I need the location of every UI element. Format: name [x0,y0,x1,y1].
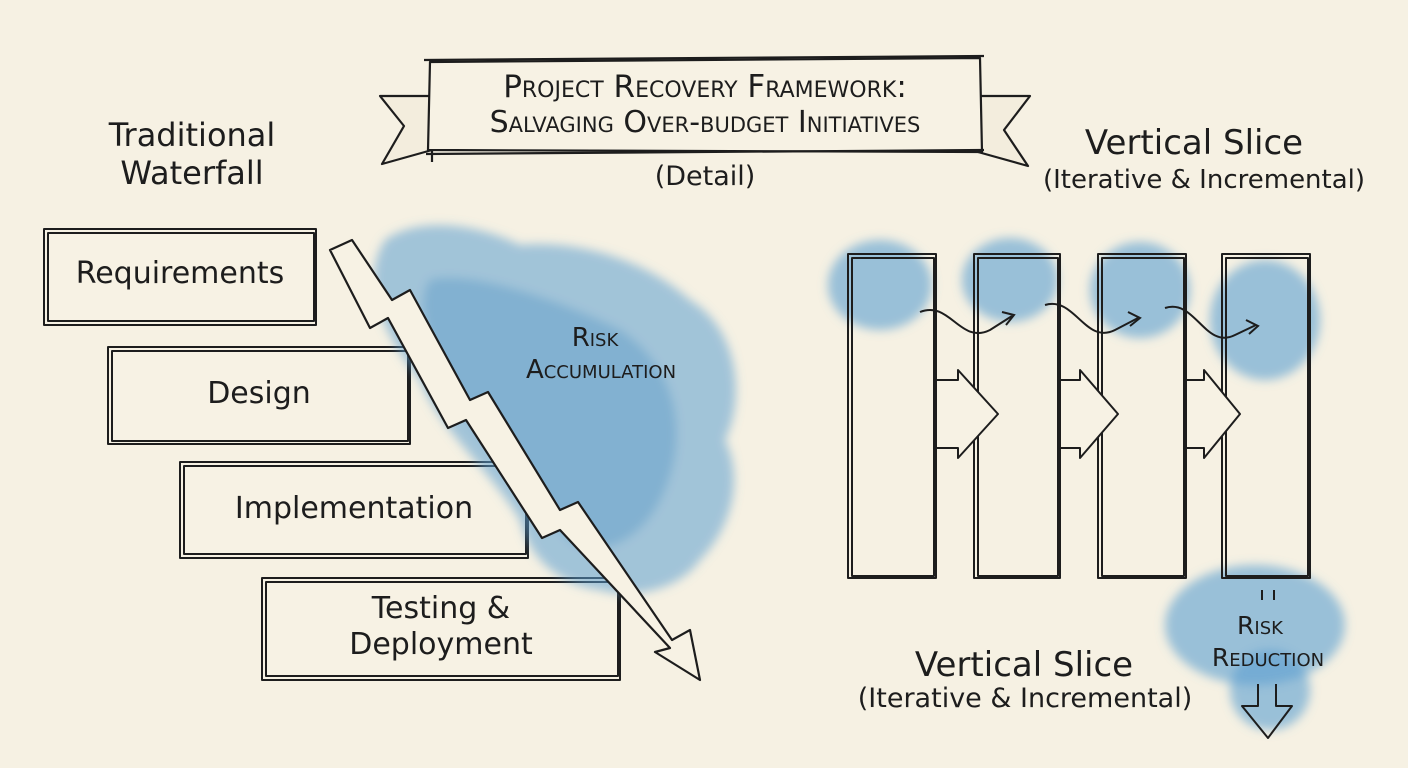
title-banner [378,54,1032,168]
slice-clouds [828,238,1345,730]
title-line-2: Salvaging Over-budget Initiatives [489,105,921,140]
waterfall-zigzag-arrow [328,238,702,682]
risk-reduction-label-2: Reduction [1211,643,1325,672]
waterfall-step-label: Design [207,376,311,411]
vertical-slice-heading: Vertical Slice [1084,123,1304,163]
waterfall-step-label: Requirements [75,256,285,291]
risk-accumulation-cloud [373,225,736,594]
vertical-slice-caption: Vertical Slice [914,645,1134,685]
waterfall-step-box-design [107,346,411,445]
waterfall-heading-line-2: Waterfall [120,154,264,192]
waterfall-step-label-2: Deployment [349,627,533,662]
risk-accumulation-label-2: Accumulation [525,355,677,385]
risk-reduction-label-1: Risk [1237,611,1283,640]
waterfall-heading-line-1: Traditional [108,116,276,154]
waterfall-step-box-testing [261,577,621,681]
slice-chevrons [935,369,1241,459]
risk-accumulation-label-1: Risk [571,323,619,353]
vertical-slice-subheading: (Iterative & Incremental) [1042,165,1366,195]
slice-flow-arrows [919,302,1260,339]
title-line-1: Project Recovery Framework: [503,69,907,105]
vertical-slice-caption-sub: (Iterative & Incremental) [857,683,1193,714]
risk-reduction-arrow [1241,590,1293,739]
waterfall-step-box-requirements [43,228,317,326]
title-subtitle: (Detail) [654,161,756,192]
waterfall-step-label: Testing & [371,591,511,626]
waterfall-step-label: Implementation [234,491,474,526]
